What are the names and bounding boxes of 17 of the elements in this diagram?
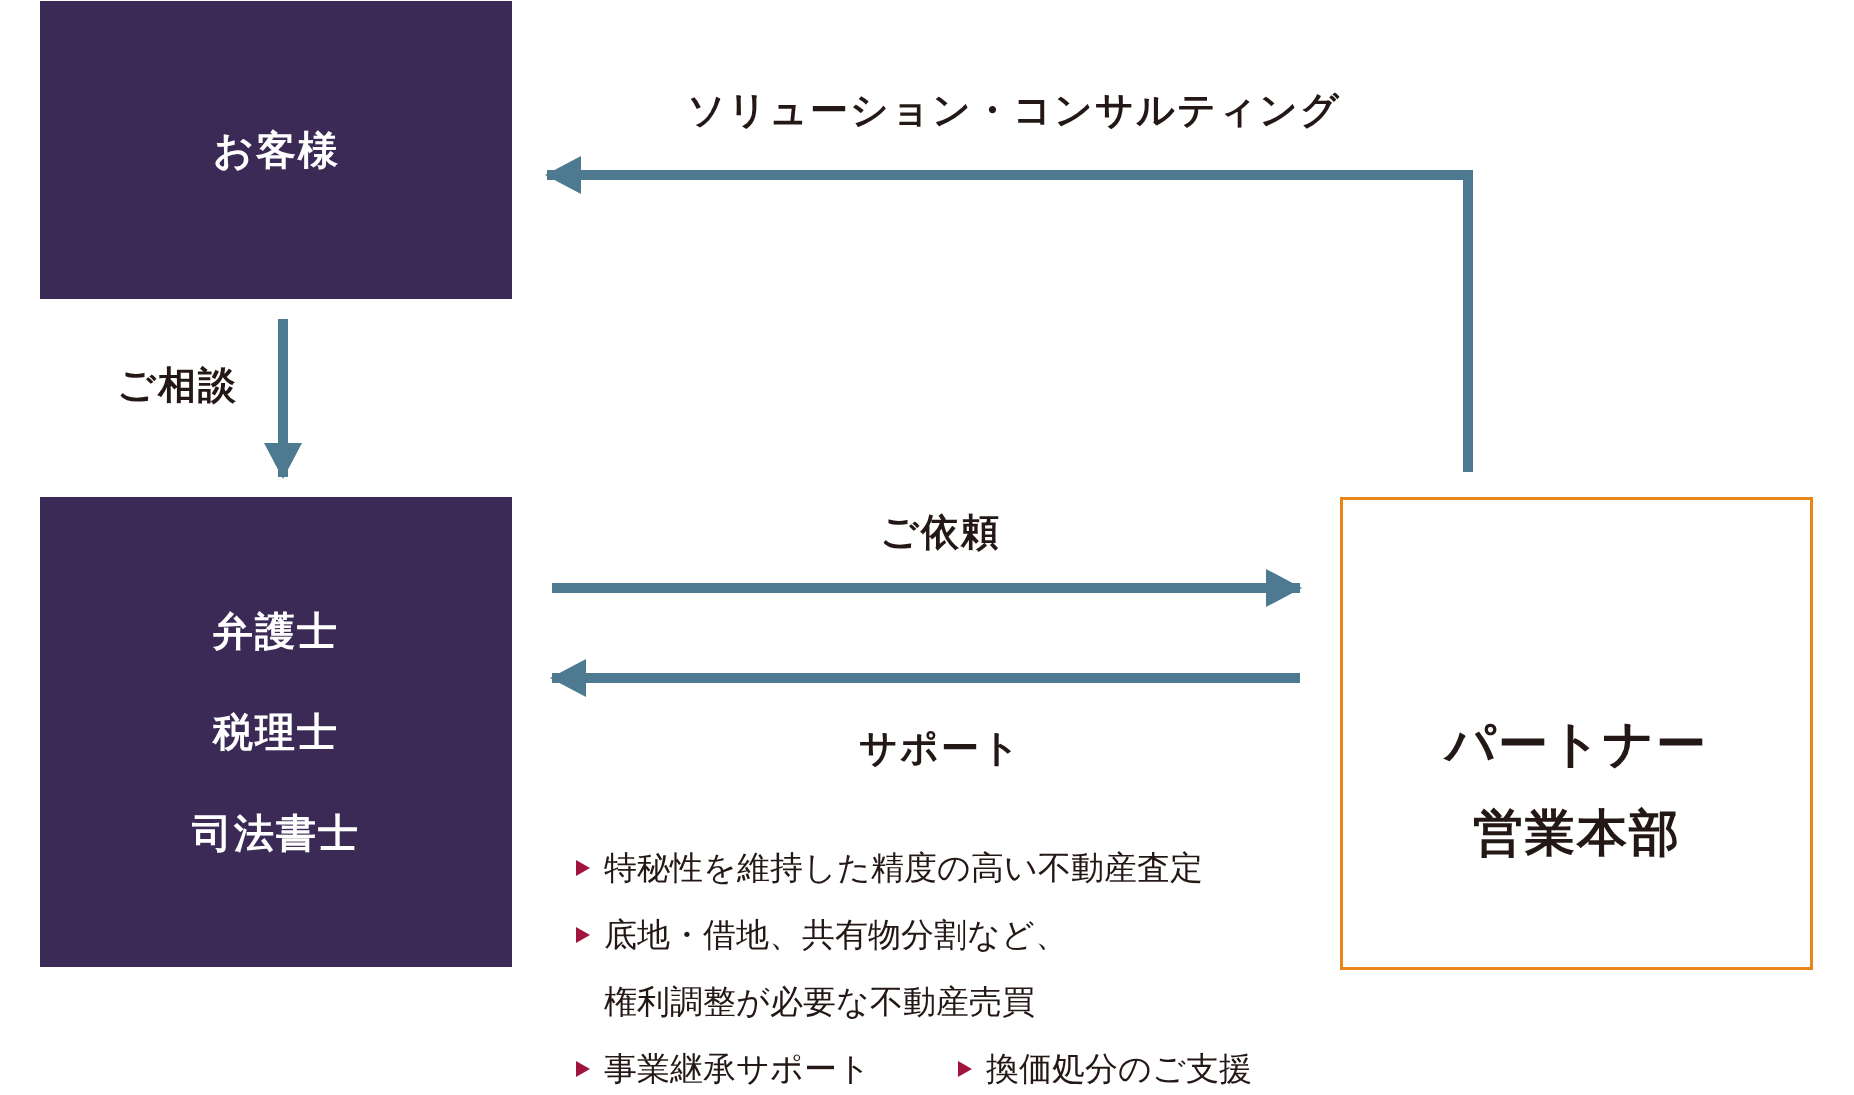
bullet-text: 特秘性を維持した精度の高い不動産査定 — [604, 847, 1204, 889]
bullet-text: 事業継承サポート — [604, 1048, 872, 1090]
box-label: 税理士 — [213, 707, 339, 757]
filled-box — [40, 1, 512, 299]
filled-box — [40, 497, 512, 967]
arrow — [264, 319, 302, 479]
bullet-text: 底地・借地、共有物分割など、権利調整が必要な不動産売買 — [604, 914, 1069, 1023]
arrow — [552, 569, 1302, 607]
outlined-box — [1340, 497, 1813, 970]
box-label: パートナー — [1445, 713, 1708, 775]
arrow — [550, 659, 1300, 697]
box-label: 営業本部 — [1472, 802, 1681, 864]
box-label: 司法書士 — [192, 808, 360, 858]
arrow — [545, 156, 1473, 472]
box-label: 弁護士 — [213, 606, 339, 656]
bullet-text: 換価処分のご支援 — [986, 1048, 1253, 1090]
box-label: お客様 — [212, 125, 340, 175]
